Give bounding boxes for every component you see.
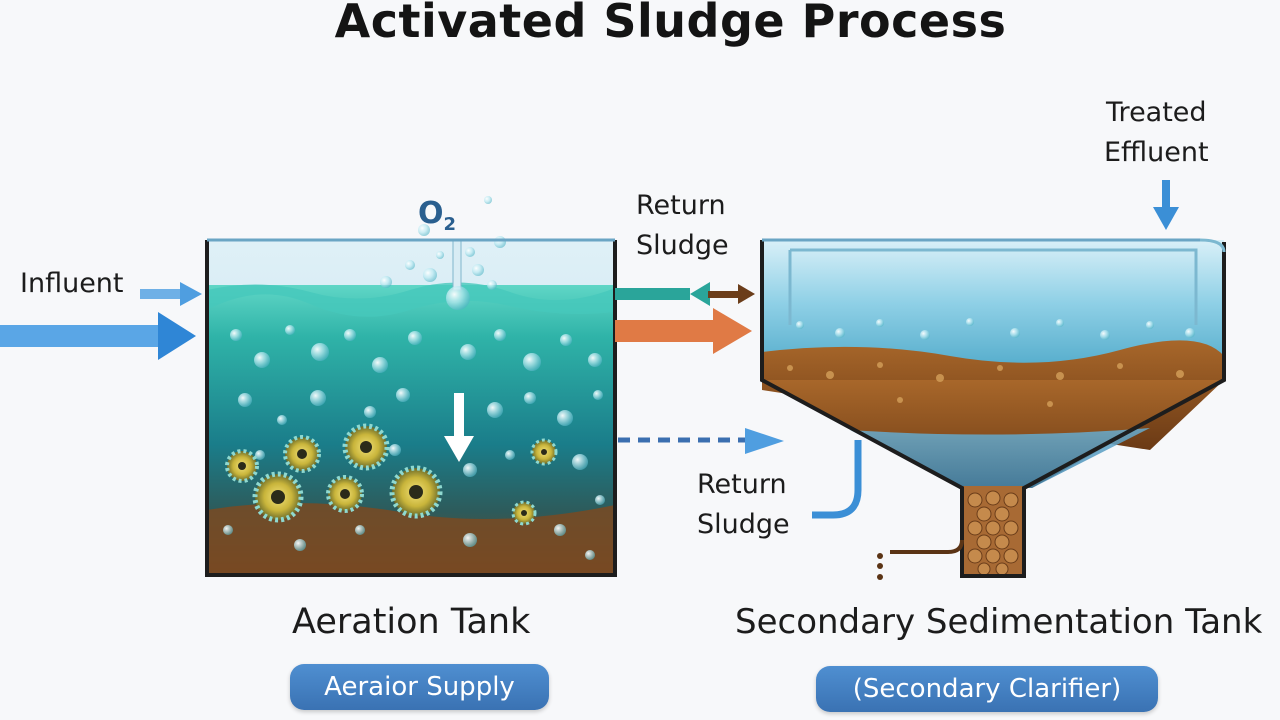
treated-effluent-label: Treated Effluent bbox=[1104, 97, 1209, 168]
return-sludge-arrow-dashed bbox=[618, 428, 784, 454]
return-sludge-label-bottom: Return Sludge bbox=[697, 469, 790, 540]
sedimentation-tank bbox=[760, 238, 1226, 580]
page-title: Activated Sludge Process bbox=[334, 0, 1007, 48]
aeration-supply-badge: Aeraior Supply bbox=[290, 664, 549, 710]
return-sludge-arrow-top bbox=[615, 282, 755, 306]
sedimentation-tank-label: Secondary Sedimentation Tank bbox=[735, 602, 1263, 642]
microbe-icons bbox=[225, 423, 558, 526]
aeration-tank-label: Aeration Tank bbox=[292, 602, 531, 642]
oxygen-label: O2 bbox=[418, 196, 457, 235]
return-sludge-label-top: Return Sludge bbox=[636, 190, 729, 261]
flow-arrow-orange bbox=[615, 308, 752, 354]
secondary-clarifier-badge: (Secondary Clarifier) bbox=[816, 666, 1158, 712]
influent-arrows bbox=[0, 282, 202, 360]
aeration-tank bbox=[205, 196, 617, 577]
treated-effluent-arrow bbox=[1153, 180, 1179, 230]
return-sludge-pipe bbox=[812, 440, 862, 519]
influent-label: Influent bbox=[20, 268, 124, 299]
